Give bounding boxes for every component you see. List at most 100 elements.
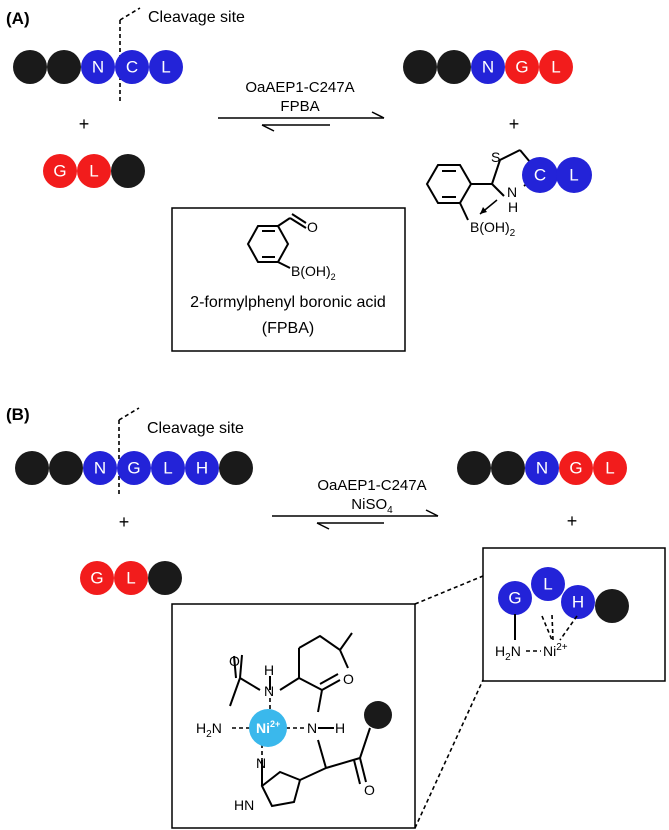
byproduct-beads: GLH bbox=[498, 567, 629, 623]
fpba-full-name: 2-formylphenyl boronic acid bbox=[190, 294, 386, 311]
residue-bead bbox=[593, 451, 627, 485]
equilibrium-arrow bbox=[218, 111, 385, 132]
residue-bead bbox=[498, 581, 532, 615]
residue-bead bbox=[403, 50, 437, 84]
thiazolidine-boronate-structure: S N H B(OH)2 bbox=[425, 149, 535, 239]
residue-bead bbox=[185, 451, 219, 485]
cleavage-site-label: Cleavage site bbox=[148, 9, 245, 26]
nickel-complex-detail-box bbox=[171, 603, 416, 829]
residue-bead bbox=[219, 451, 253, 485]
residue-bead bbox=[522, 157, 558, 193]
aldehyde-oxygen: O bbox=[307, 219, 318, 235]
plus-sign: + bbox=[509, 114, 520, 134]
plus-sign: + bbox=[79, 114, 90, 134]
enzyme-label: OaAEP1-C247A bbox=[317, 477, 426, 494]
panel-b-label: (B) bbox=[6, 405, 30, 424]
residue-bead bbox=[114, 561, 148, 595]
cleavage-pointer bbox=[119, 7, 141, 21]
residue-bead bbox=[151, 451, 185, 485]
sulfur-atom: S bbox=[491, 149, 500, 165]
residue-label: L bbox=[551, 58, 560, 77]
residue-label: G bbox=[127, 459, 140, 478]
small-nickel-coordination: H2N Ni2+ bbox=[495, 614, 578, 663]
residue-bead bbox=[525, 451, 559, 485]
imidazole-nh: HN bbox=[234, 797, 254, 813]
imidazole-nitrogen: N bbox=[256, 755, 266, 771]
residue-bead bbox=[47, 50, 81, 84]
residue-bead bbox=[595, 589, 629, 623]
residue-label: L bbox=[605, 459, 614, 478]
residue-label: N bbox=[92, 58, 104, 77]
zoom-line bbox=[414, 679, 484, 829]
enzyme-label: OaAEP1-C247A bbox=[245, 79, 354, 96]
plus-sign: + bbox=[567, 511, 578, 531]
residue-bead bbox=[15, 451, 49, 485]
amide-nitrogen: N bbox=[307, 720, 317, 736]
cleavage-pointer bbox=[118, 407, 140, 421]
residue-bead bbox=[115, 50, 149, 84]
residue-bead bbox=[111, 154, 145, 188]
boronic-acid-group: B(OH)2 bbox=[470, 219, 516, 239]
residue-bead bbox=[491, 451, 525, 485]
amine-label: H2N bbox=[196, 720, 222, 740]
hydrogen-atom: H bbox=[508, 199, 518, 215]
residue-bead bbox=[77, 154, 111, 188]
residue-bead bbox=[13, 50, 47, 84]
residue-label: L bbox=[163, 459, 172, 478]
reagent-label: NiSO4 bbox=[351, 496, 393, 516]
residue-label: H bbox=[572, 593, 584, 612]
residue-bead bbox=[531, 567, 565, 601]
nickel-complex-inset bbox=[482, 547, 666, 682]
residue-label: L bbox=[126, 569, 135, 588]
nickel-complex-structure: Ni2+ O O O H N N H N HN H2N bbox=[196, 632, 392, 813]
residue-bead bbox=[556, 157, 592, 193]
residue-bead bbox=[81, 50, 115, 84]
carbonyl-oxygen: O bbox=[364, 782, 375, 798]
residue-bead bbox=[149, 50, 183, 84]
residue-label: G bbox=[53, 162, 66, 181]
panel-a-label: (A) bbox=[6, 9, 30, 28]
residue-bead bbox=[561, 585, 595, 619]
amide-hydrogen: H bbox=[335, 720, 345, 736]
residue-label: G bbox=[515, 58, 528, 77]
boronic-acid-group: B(OH)2 bbox=[291, 263, 336, 282]
residue-label: G bbox=[508, 589, 521, 608]
amine-label: H2N bbox=[495, 643, 521, 663]
residue-label: L bbox=[89, 162, 98, 181]
residue-label: C bbox=[126, 58, 138, 77]
residue-bead bbox=[80, 561, 114, 595]
residue-bead bbox=[457, 451, 491, 485]
reagent-label: FPBA bbox=[280, 98, 319, 115]
residue-label: L bbox=[569, 166, 578, 185]
nickel-ion bbox=[249, 709, 287, 747]
fpba-abbreviation: (FPBA) bbox=[262, 320, 314, 337]
residue-label: G bbox=[569, 459, 582, 478]
residue-bead bbox=[539, 50, 573, 84]
residue-bead bbox=[471, 50, 505, 84]
residue-bead bbox=[49, 451, 83, 485]
residue-label: G bbox=[90, 569, 103, 588]
equilibrium-arrow bbox=[272, 509, 439, 530]
fpba-structure-box bbox=[171, 207, 406, 352]
amide-nitrogen: N bbox=[264, 683, 274, 699]
residue-label: L bbox=[161, 58, 170, 77]
nickel-ion-label: Ni2+ bbox=[256, 719, 280, 736]
nickel-ion-label: Ni2+ bbox=[543, 642, 568, 659]
amide-hydrogen: H bbox=[264, 662, 274, 678]
plus-sign: + bbox=[119, 512, 130, 532]
residue-label: N bbox=[536, 459, 548, 478]
carbonyl-oxygen: O bbox=[343, 671, 354, 687]
residue-bead bbox=[505, 50, 539, 84]
residue-bead bbox=[559, 451, 593, 485]
residue-bead bbox=[43, 154, 77, 188]
cleavage-site-label: Cleavage site bbox=[147, 420, 244, 437]
c-terminal-bead bbox=[364, 701, 392, 729]
